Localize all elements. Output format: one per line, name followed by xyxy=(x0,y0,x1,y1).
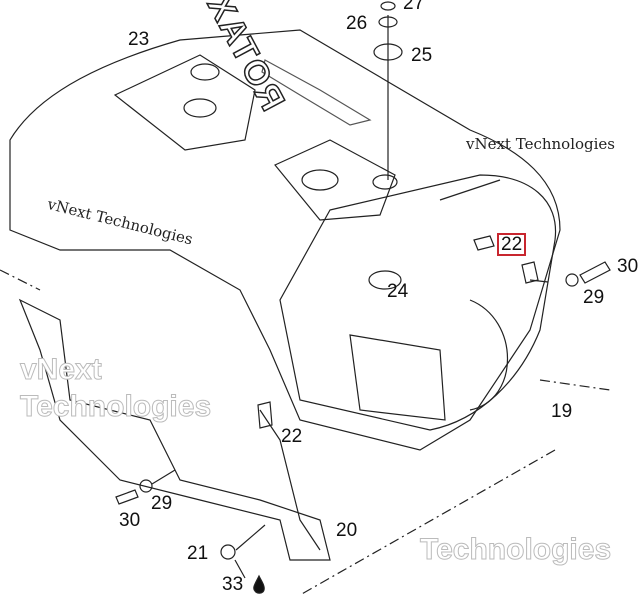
callout-22-lower: 22 xyxy=(281,426,303,447)
frame-line xyxy=(0,269,611,595)
callout-30-right: 30 xyxy=(617,256,639,277)
boss xyxy=(190,63,220,81)
callout-20: 20 xyxy=(336,520,358,541)
washer-29-right xyxy=(565,273,579,287)
drop-icon-33 xyxy=(253,574,265,594)
callout-29-left: 29 xyxy=(151,493,173,514)
leader-lines xyxy=(151,179,549,579)
clip-22-lower xyxy=(257,401,273,429)
callout-25: 25 xyxy=(411,45,433,66)
duct-fan xyxy=(469,299,509,411)
cover-top-recess xyxy=(113,54,256,151)
watermark-vnext-left: vNext xyxy=(20,353,103,386)
callout-23: 23 xyxy=(128,29,150,50)
screw-21 xyxy=(220,544,236,560)
callout-33: 33 xyxy=(222,574,244,595)
grommet-25 xyxy=(373,43,403,61)
screw-30-left xyxy=(115,489,139,505)
screw-30-right xyxy=(579,261,611,284)
callout-24: 24 xyxy=(387,281,409,302)
watermark-technologies-right: Technologies xyxy=(419,533,612,566)
callout-26: 26 xyxy=(346,13,368,34)
callout-29-right: 29 xyxy=(583,287,605,308)
callout-30-left: 30 xyxy=(119,510,141,531)
callout-22-highlighted[interactable]: 22 xyxy=(496,233,527,256)
clip-22-right xyxy=(473,235,539,284)
vent-grille xyxy=(261,59,372,126)
cover-part-23 xyxy=(9,29,561,451)
duct-part-19 xyxy=(279,174,557,431)
callout-21: 21 xyxy=(187,543,209,564)
watermark-technologies-left: Technologies xyxy=(19,390,212,423)
panel-part-20 xyxy=(18,298,331,561)
boss xyxy=(183,98,217,118)
boss xyxy=(301,169,339,191)
duct-opening xyxy=(349,334,446,421)
watermark-text-right: vNext Technologies xyxy=(466,135,616,153)
callout-19: 19 xyxy=(551,401,573,422)
callout-27: 27 xyxy=(403,0,425,14)
washer-26 xyxy=(378,16,398,28)
washer-27 xyxy=(380,1,396,11)
boss xyxy=(372,174,398,190)
cover-recess-2 xyxy=(274,139,396,221)
washer-29-left xyxy=(139,479,153,493)
grommet-24 xyxy=(368,270,402,290)
